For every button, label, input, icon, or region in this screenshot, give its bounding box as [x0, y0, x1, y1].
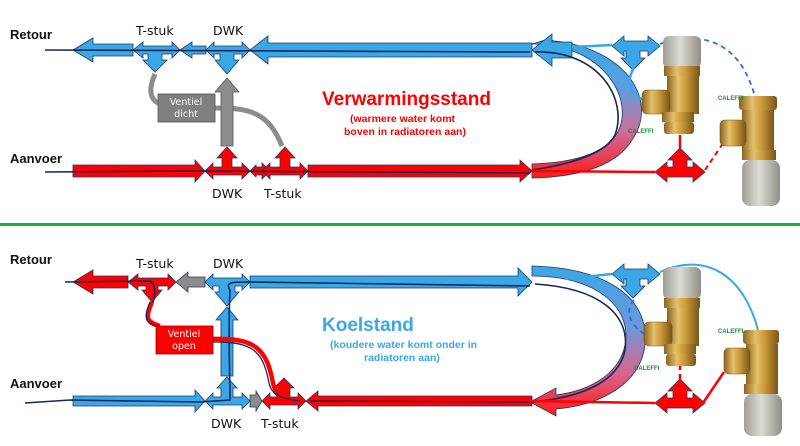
tee-blue-bottom: [611, 263, 661, 299]
valve-closed-line1: Ventiel: [170, 97, 202, 108]
bypass-open: Ventiel open: [145, 301, 301, 403]
aanvoer-label: Aanvoer: [10, 151, 62, 166]
valve-open-line1: Ventiel: [168, 329, 200, 340]
return-grey-arrow: [175, 271, 206, 293]
retour-label: Retour: [10, 27, 52, 42]
heating-subtitle-2: boven in radiatoren aan): [344, 126, 466, 138]
return-dwk-blue: [204, 273, 251, 307]
return-flow-line-cooling: [227, 281, 531, 291]
supply-pipe: [72, 146, 533, 184]
radiator-lockshield-top: CALEFFI: [718, 96, 780, 206]
return-tstuk-red: [127, 273, 177, 303]
valve-logo-4: CALEFFI: [718, 329, 744, 335]
cooling-subtitle-2: radiatoren aan): [364, 352, 440, 364]
bypass-blue-riser: [215, 306, 239, 377]
valve-open-box: [155, 325, 214, 355]
bypass-grey-arrow: [214, 77, 240, 147]
tstuk-top-label-cooling: T-stuk: [135, 256, 174, 271]
return-main-blue: [249, 267, 533, 297]
tstuk-bottom-label-cooling: T-stuk: [260, 416, 299, 431]
supply-tstuk-arrow: [261, 146, 309, 180]
return-pipe: [72, 35, 533, 75]
cooling-title: Koelstand: [322, 315, 414, 336]
valve-closed-line2: dicht: [174, 109, 198, 120]
supply-flow-line: [44, 170, 531, 174]
dwk-top-label: DWK: [213, 23, 244, 38]
tstuk-bottom-label: T-stuk: [263, 186, 302, 201]
dwk-bottom-label: DWK: [212, 186, 243, 201]
bypass-closed: Ventiel dicht: [148, 72, 285, 147]
return-tstuk-arrow: [132, 41, 181, 73]
tee-blue-top: [611, 35, 661, 71]
valve-logo-1: CALEFFI: [628, 129, 654, 135]
heating-panel: Retour Aanvoer T-stuk DWK DWK T-stuk: [10, 23, 780, 206]
return-pipe-cooling: [72, 267, 533, 307]
supply-dwk-arrow: [204, 146, 251, 180]
aanvoer-label-cooling: Aanvoer: [10, 376, 62, 391]
cooling-panel: Retour Aanvoer T-stuk DWK DWK T-stuk: [10, 252, 782, 436]
supply-dwk-blue: [204, 376, 251, 410]
cooling-subtitle-1: (koudere water komt onder in: [330, 339, 477, 351]
return-flow-line: [44, 49, 531, 53]
radiator-valve-top: CALEFFI: [628, 36, 701, 135]
dwk-bottom-label-cooling: DWK: [211, 416, 242, 431]
return-dwk-arrow: [205, 41, 251, 75]
radiator-u-bend-cooling: [529, 265, 646, 417]
radiator-u-bend: [531, 33, 642, 179]
retour-label-cooling: Retour: [10, 252, 52, 267]
heating-subtitle-1: (warmere water komt: [350, 113, 456, 125]
radiator-lockshield-bottom: CALEFFI: [718, 329, 782, 436]
radiator-valve-bottom: CALEFFI: [634, 267, 701, 372]
valve-open-line2: open: [172, 341, 196, 352]
supply-main-right: [307, 159, 533, 183]
tee-red-bottom: [654, 378, 706, 414]
heating-title: Verwarmingsstand: [322, 89, 491, 110]
valve-closed-box: [157, 93, 216, 123]
valve-logo-3: CALEFFI: [634, 366, 660, 372]
supply-grey-small: [249, 389, 263, 413]
section-divider: [0, 223, 800, 226]
supply-flow-line-cooling: [24, 289, 231, 404]
supply-pipe-cooling: [72, 306, 533, 414]
radiator-connection-bottom: [531, 263, 759, 414]
dwk-top-label-cooling: DWK: [213, 256, 244, 271]
radiator-connection-top: [531, 35, 756, 183]
tstuk-top-label: T-stuk: [135, 23, 174, 38]
valve-logo-2: CALEFFI: [718, 96, 744, 102]
supply-tstuk-red: [261, 377, 307, 410]
return-main-arrow: [249, 35, 533, 65]
tee-red-top: [654, 147, 706, 183]
